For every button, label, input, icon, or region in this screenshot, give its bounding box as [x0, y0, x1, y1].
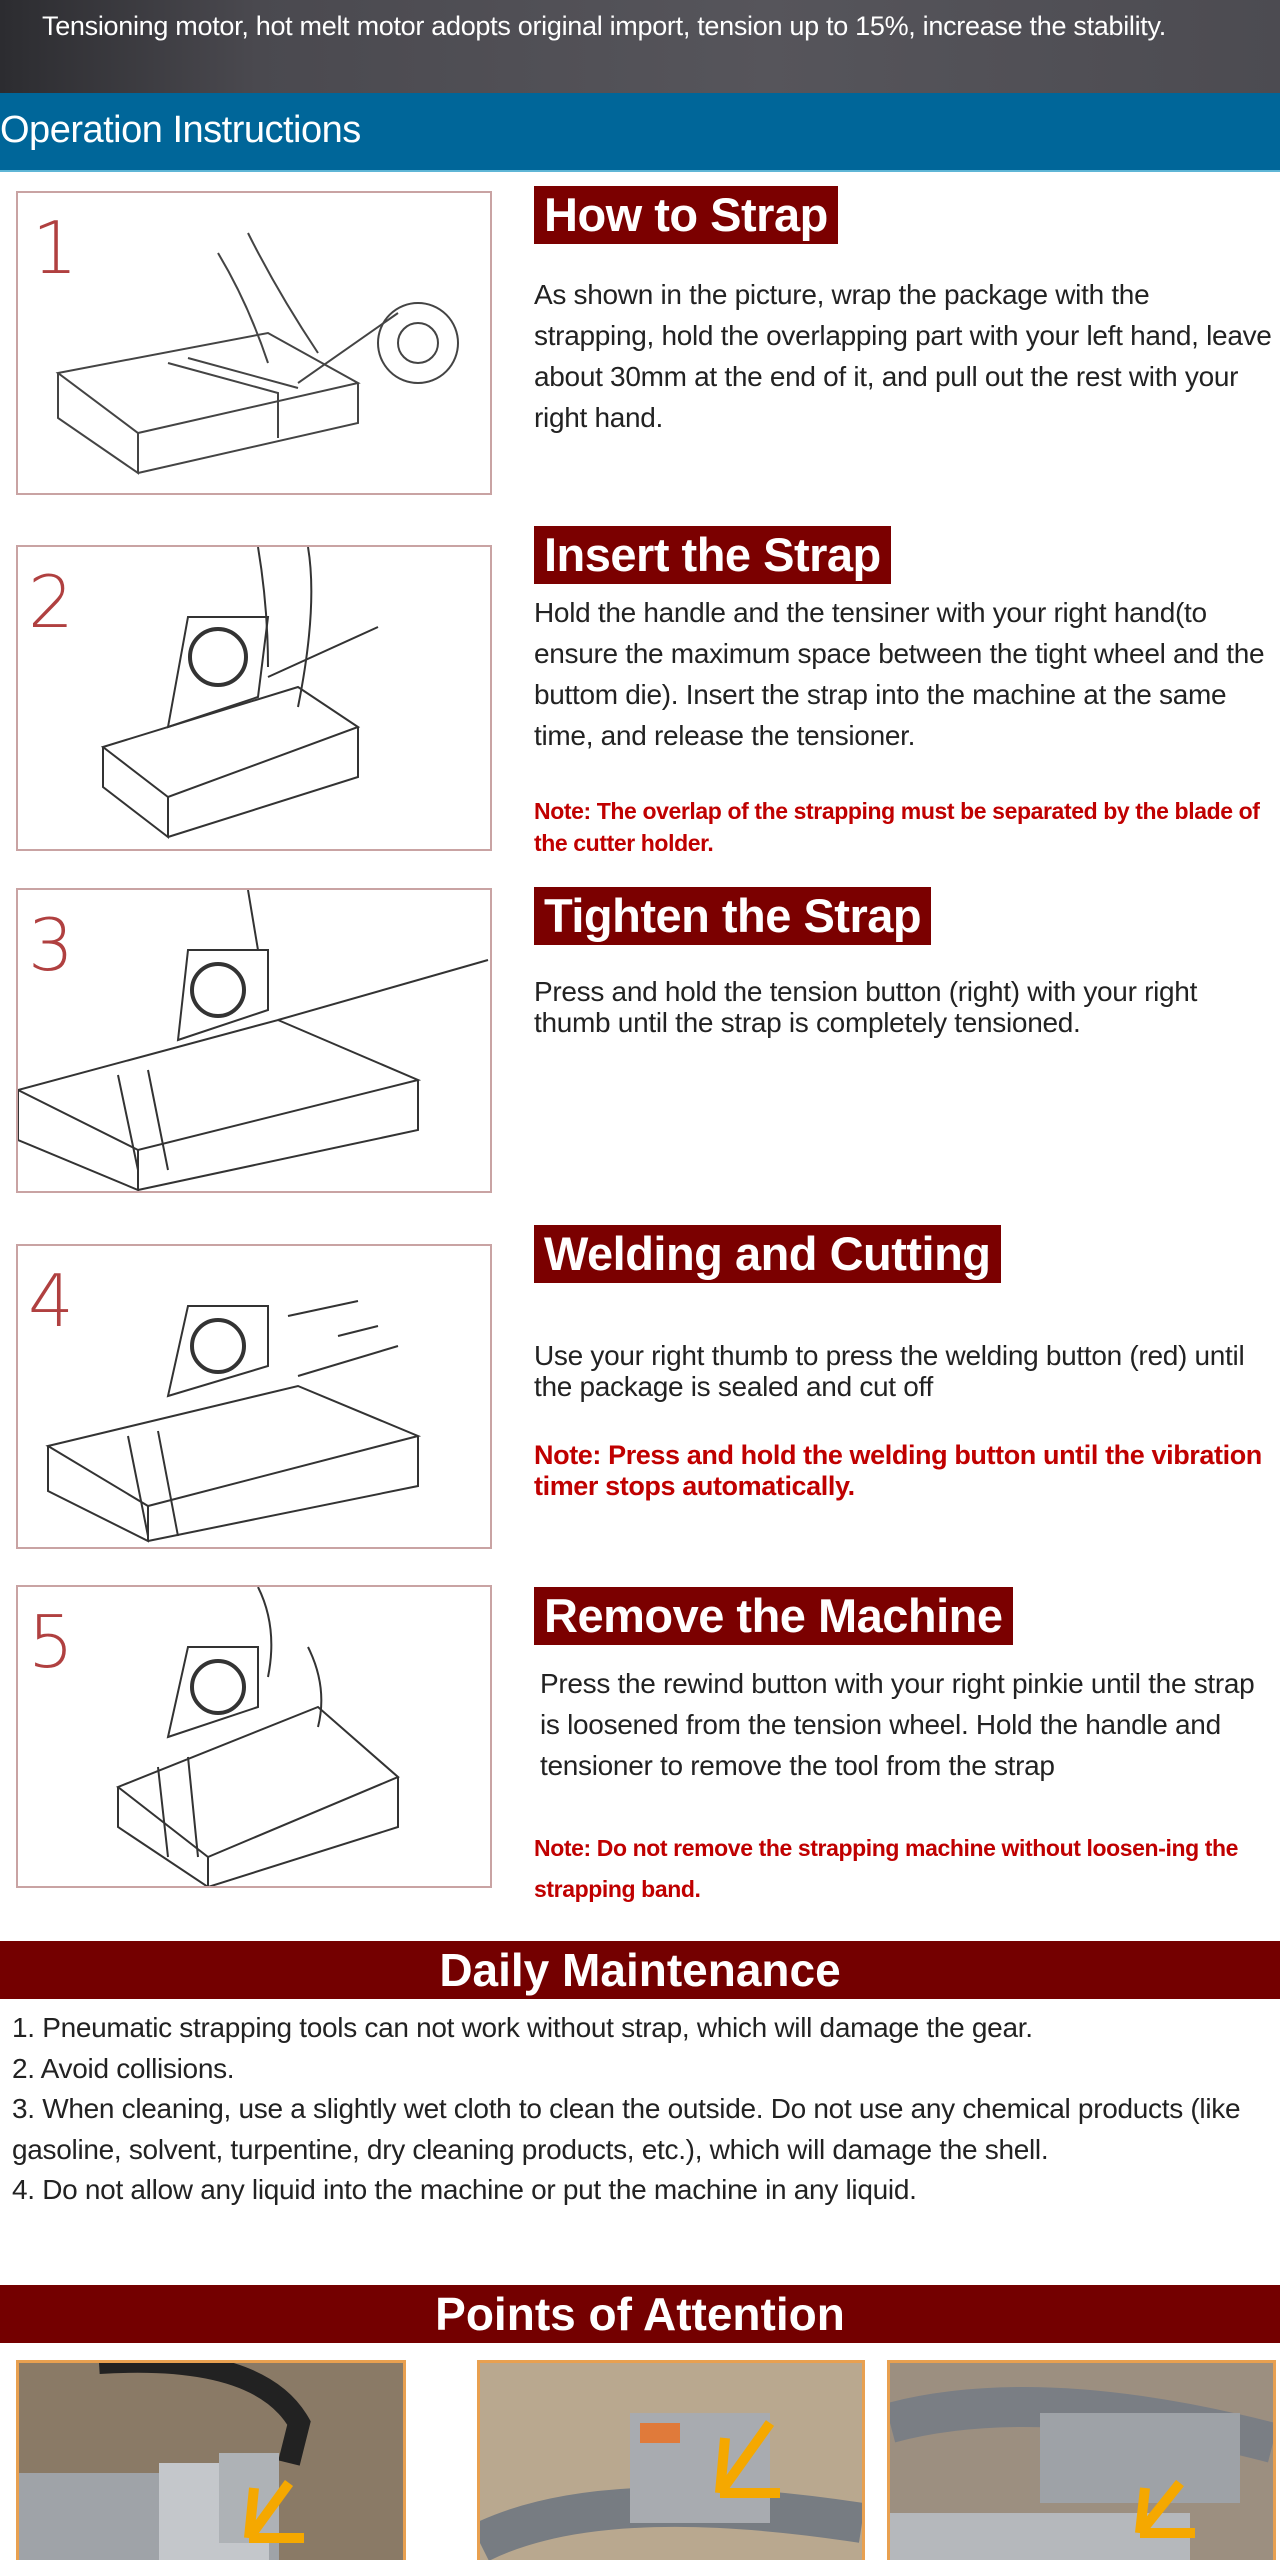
step-5-body: Press the rewind button with your right …	[540, 1668, 1255, 1781]
maintenance-item: 3. When cleaning, use a slightly wet clo…	[12, 2093, 1241, 2165]
step-4-illustration: 4	[16, 1244, 492, 1549]
step-number: 4	[28, 1259, 74, 1343]
attention-photo-2	[477, 2360, 865, 2560]
step-number: 5	[28, 1600, 74, 1684]
arrow-icon	[715, 2420, 780, 2498]
maintenance-item: 4. Do not allow any liquid into the mach…	[12, 2174, 917, 2205]
feature-banner: Tensioning motor, hot melt motor adopts …	[0, 0, 1280, 93]
step-4-note: Note: Press and hold the welding button …	[534, 1440, 1262, 1501]
attention-photo-3	[887, 2360, 1276, 2560]
step-2-note: Note: The overlap of the strapping must …	[534, 798, 1260, 856]
section-header: Operation Instructions	[0, 93, 1280, 172]
step-number: 1	[32, 206, 78, 290]
step-number: 2	[28, 560, 74, 644]
step-2-body: Hold the handle and the tensiner with yo…	[534, 597, 1265, 751]
attention-photo-1	[16, 2360, 406, 2560]
maintenance-item: 1. Pneumatic strapping tools can not wor…	[12, 2012, 1033, 2043]
arrow-icon	[244, 2480, 304, 2543]
step-1-illustration: 1	[16, 191, 492, 495]
step-5-title: Remove the Machine	[534, 1587, 1013, 1645]
step-5-note: Note: Do not remove the strapping machin…	[534, 1835, 1239, 1902]
maintenance-list: 1. Pneumatic strapping tools can not wor…	[12, 2008, 1272, 2211]
step-2-title: Insert the Strap	[534, 526, 891, 584]
step-1-title: How to Strap	[534, 186, 838, 244]
step-1-body: As shown in the picture, wrap the packag…	[534, 279, 1272, 433]
step-4-body: Use your right thumb to press the weldin…	[534, 1340, 1245, 1402]
step-3-body: Press and hold the tension button (right…	[534, 976, 1198, 1038]
step-number: 3	[28, 903, 74, 987]
arrow-icon	[1135, 2479, 1195, 2538]
maintenance-header: Daily Maintenance	[0, 1941, 1280, 1999]
step-3-illustration: 3	[16, 888, 492, 1193]
step-5-illustration: 5	[16, 1585, 492, 1888]
step-4-title: Welding and Cutting	[534, 1225, 1001, 1283]
attention-header: Points of Attention	[0, 2285, 1280, 2343]
section-title: Operation Instructions	[0, 109, 361, 151]
maintenance-item: 2. Avoid collisions.	[12, 2052, 235, 2084]
step-3-title: Tighten the Strap	[534, 887, 932, 945]
feature-banner-text: Tensioning motor, hot melt motor adopts …	[42, 11, 1166, 41]
step-2-illustration: 2	[16, 545, 492, 851]
